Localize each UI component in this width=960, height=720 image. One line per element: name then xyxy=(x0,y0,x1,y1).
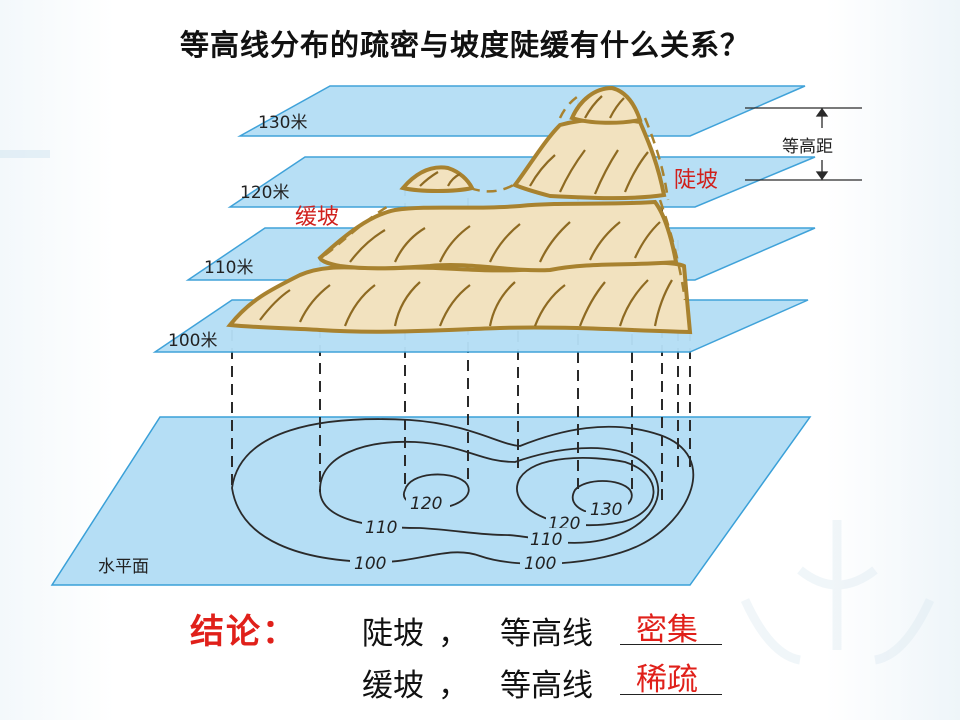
contour-interval-marker xyxy=(745,107,862,181)
contour-number-120-left: 120 xyxy=(410,494,442,514)
contour-numbers: 120 130 120 110 110 100 100 xyxy=(350,492,628,574)
mountain-band-110 xyxy=(317,199,679,273)
contour-interval-label: 等高距 xyxy=(782,137,833,157)
contour-number-100-right: 100 xyxy=(524,554,556,574)
row2-answer-blank xyxy=(620,694,722,695)
plane-label-100: 100米 xyxy=(168,331,217,351)
row2-prefix: 等高线 xyxy=(500,668,593,704)
plane-label-110: 110米 xyxy=(204,258,253,278)
row1-comma: ， xyxy=(438,616,469,652)
ridge-dashed-outline xyxy=(324,93,687,301)
plane-label-120: 120米 xyxy=(240,183,289,203)
contour-line-110 xyxy=(319,440,660,544)
plane-130 xyxy=(237,85,806,137)
mountain-sections xyxy=(226,85,693,335)
row1-answer-blank xyxy=(620,644,722,645)
row2-answer: 稀疏 xyxy=(636,662,698,698)
conclusion-label: 结论： xyxy=(190,612,298,652)
steep-slope-label: 陡坡 xyxy=(674,168,718,193)
contour-line-120-right xyxy=(516,457,655,527)
base-plane-label: 水平面 xyxy=(98,557,149,577)
row1-answer: 密集 xyxy=(636,612,698,648)
row1-prefix: 等高线 xyxy=(500,616,593,652)
plane-label-130: 130米 xyxy=(258,113,307,133)
row2-comma: ， xyxy=(438,668,469,704)
contour-number-130: 130 xyxy=(590,500,622,520)
row2-slope: 缓坡 xyxy=(362,668,424,704)
slide-title: 等高线分布的疏密与坡度陡缓有什么关系？ xyxy=(179,28,750,62)
row1-slope: 陡坡 xyxy=(362,616,424,652)
mountain-summit xyxy=(569,85,643,125)
terrain-texture xyxy=(259,95,673,327)
gentle-slope-label: 缓坡 xyxy=(295,205,339,230)
contour-number-100-left: 100 xyxy=(354,554,386,574)
contour-number-110-right: 110 xyxy=(530,530,562,550)
contour-number-110-left: 110 xyxy=(365,518,397,538)
mountain-band-120-right xyxy=(511,117,667,201)
